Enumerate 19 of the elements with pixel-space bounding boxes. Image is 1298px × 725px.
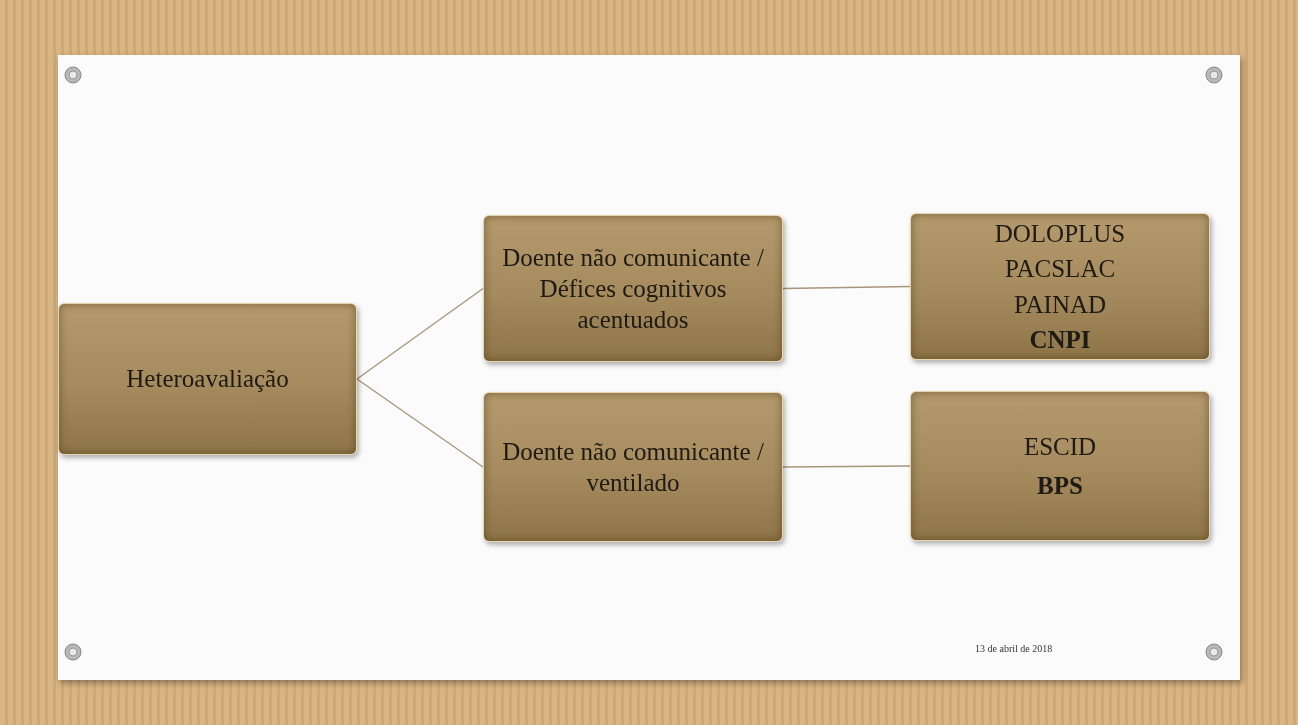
box-text: ESCID [1023, 431, 1097, 462]
box-text: Doente não comunicante / ventilado [501, 436, 765, 498]
box-text: PAINAD [1013, 289, 1107, 320]
connector-line [782, 285, 911, 290]
connector-line [356, 378, 484, 468]
process-box [910, 213, 1210, 360]
process-box [58, 303, 357, 455]
date-text: 13 de abril de 2018 [975, 642, 1053, 656]
connector-line [356, 287, 484, 380]
box-text: BPS [1037, 471, 1083, 501]
process-box [483, 215, 783, 362]
box-text: Heteroavaliação [126, 364, 289, 395]
box-text: PACSLAC [1004, 254, 1116, 285]
box-text: CNPI [1029, 324, 1091, 355]
connector-line [782, 465, 911, 468]
process-box [483, 392, 783, 542]
box-text: Doente não comunicante / Défices cognitivos acentuados [501, 242, 765, 336]
process-box [910, 391, 1210, 541]
box-text: DOLOPLUS [994, 219, 1126, 249]
